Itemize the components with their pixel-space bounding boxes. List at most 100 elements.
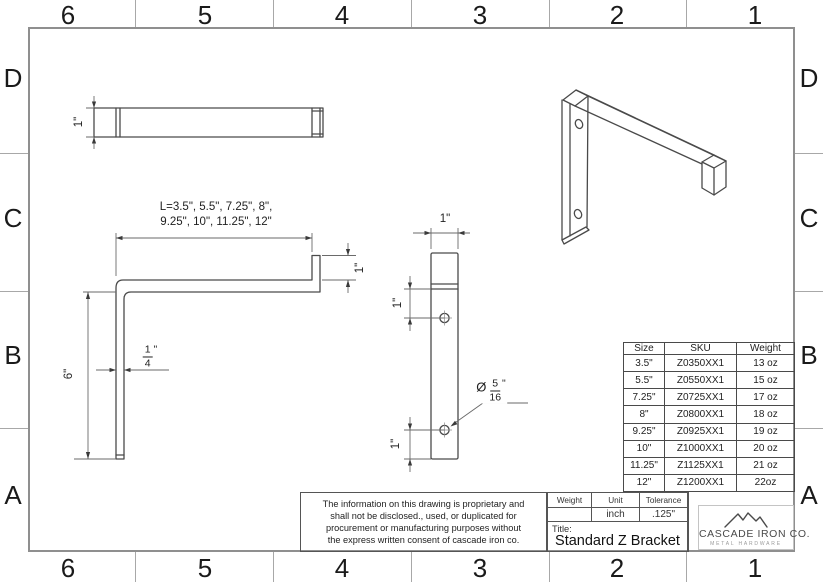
zone-col-label: 2 [609, 0, 625, 30]
zone-tick [0, 291, 28, 292]
weight-unit-tolerance-table: Weight Unit Tolerance inch .125" [547, 492, 688, 522]
zone-tick [0, 428, 28, 429]
size-table-cell: Z1200XX1 [664, 473, 737, 493]
weight-value [547, 507, 592, 522]
side-view-lower-hole-dim: 1" [390, 437, 402, 451]
top-view-linework [86, 96, 324, 149]
size-table-cell: 17 oz [736, 388, 795, 407]
zone-row-label: A [4, 480, 22, 510]
zone-tick [795, 428, 823, 429]
wut-value-row: inch .125" [547, 507, 688, 522]
size-table-cell: 13 oz [736, 353, 795, 373]
tolerance-value: .125" [639, 507, 688, 522]
front-view-length-dim-line1: L=3.5", 5.5", 7.25", 8", [158, 201, 274, 213]
thickness-numerator: 1 [142, 344, 153, 358]
size-table-cell: 20 oz [736, 439, 795, 458]
title-label: Title: [552, 524, 572, 534]
zone-tick [135, 0, 136, 27]
size-table-cell: 12" [623, 473, 665, 493]
weight-label: Weight [547, 492, 592, 508]
company-logo: CASCADE IRON CO. METAL HARDWARE [698, 505, 810, 550]
tolerance-label: Tolerance [639, 492, 688, 508]
size-table-cell: Z0725XX1 [664, 388, 737, 407]
diameter-icon: Ø [476, 379, 487, 395]
zone-col-label: 4 [334, 0, 350, 30]
size-table-cell: 10" [623, 439, 665, 458]
size-table-cell: 22oz [736, 473, 795, 493]
zone-tick [411, 0, 412, 27]
zone-col-label: 3 [472, 0, 488, 30]
zone-row-label: C [3, 203, 23, 233]
front-view-leg-dim: 6" [63, 367, 75, 381]
size-table-cell: Z0550XX1 [664, 371, 737, 390]
zone-col-label: 2 [609, 553, 625, 582]
size-table-cell: 3.5" [623, 353, 665, 373]
size-table-cell: 9.25" [623, 422, 665, 441]
proprietary-line: procurement or manufacturing purposes wi… [325, 523, 522, 533]
wut-header-row: Weight Unit Tolerance [547, 492, 688, 508]
proprietary-line: the express written consent of cascade i… [327, 535, 520, 546]
zone-col-label: 4 [334, 553, 350, 582]
company-tagline: METAL HARDWARE [710, 541, 782, 547]
size-table-header-weight: Weight [736, 342, 795, 355]
proprietary-line: The information on this drawing is propr… [322, 498, 525, 509]
zone-row-label: C [799, 203, 819, 233]
zone-row-label: A [800, 480, 818, 510]
hole-numerator: 5 [490, 378, 501, 392]
size-table-cell: 18 oz [736, 405, 795, 424]
zone-tick [0, 153, 28, 154]
zone-tick [795, 153, 823, 154]
zone-col-label: 5 [197, 553, 213, 582]
zone-col-label: 3 [472, 553, 488, 582]
zone-tick [135, 552, 136, 582]
zone-row-label: D [799, 63, 819, 93]
unit-label: Unit [591, 492, 640, 508]
size-table-cell: Z0350XX1 [664, 353, 737, 373]
zone-tick [273, 0, 274, 27]
mountains-icon [724, 512, 768, 528]
front-view-linework [74, 233, 356, 460]
size-table-cell: 5.5" [623, 371, 665, 390]
top-view-width-dim: 1" [73, 115, 85, 129]
zone-row-label: D [3, 63, 23, 93]
logo-cell: CASCADE IRON CO. METAL HARDWARE [688, 492, 810, 552]
hole-suffix: " [502, 377, 506, 390]
size-table-cell: 11.25" [623, 456, 665, 475]
zone-tick [686, 0, 687, 27]
size-table-cell: Z1000XX1 [664, 439, 737, 458]
zone-row-label: B [800, 340, 818, 370]
size-table-cell: Z0925XX1 [664, 422, 737, 441]
zone-col-label: 5 [197, 0, 213, 30]
size-table-cell: 7.25" [623, 388, 665, 407]
thickness-denominator: 4 [144, 357, 151, 370]
front-view-length-dim-line2: 9.25", 10", 11.25", 12" [159, 216, 273, 228]
proprietary-line: shall not be disclosed., used, or duplic… [330, 510, 517, 521]
hole-diameter-callout: Ø 5 16 " [475, 377, 507, 404]
size-table-header-sku: SKU [664, 342, 737, 355]
zone-col-label: 1 [747, 0, 763, 30]
drawing-title: Standard Z Bracket [555, 533, 680, 549]
proprietary-note: The information on this drawing is propr… [300, 492, 547, 552]
hole-denominator: 16 [489, 391, 502, 404]
zone-tick [686, 552, 687, 582]
unit-value: inch [591, 507, 640, 522]
size-table-header-row: Size SKU Weight [623, 342, 795, 355]
size-table-header-size: Size [623, 342, 665, 355]
zone-tick [549, 552, 550, 582]
zone-col-label: 1 [747, 553, 763, 582]
size-table-cell: 19 oz [736, 422, 795, 441]
title-block: The information on this drawing is propr… [300, 492, 810, 552]
front-view-lip-dim: 1" [354, 261, 366, 275]
front-view-thickness-dim: 1 4 " [141, 344, 159, 370]
